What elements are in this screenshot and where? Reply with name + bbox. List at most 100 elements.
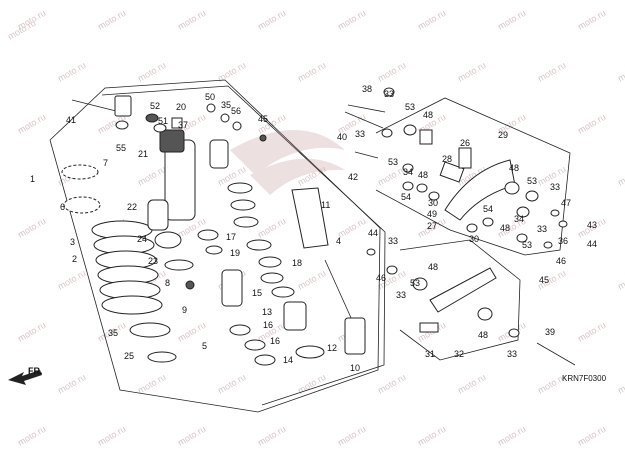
shock-inner-outline [101,85,386,406]
watermark-repeat: moto.ru [496,8,527,32]
callout-13: 13 [262,307,272,317]
watermark-repeat: moto.ru [536,60,567,84]
callout-48b: 48 [418,170,428,180]
watermark-repeat: moto.ru [176,8,207,32]
callout-21: 21 [138,149,148,159]
callout-52: 52 [150,101,160,111]
linkage-group-outline [375,97,571,256]
watermark-repeat: moto.ru [56,268,87,292]
callout-55: 55 [116,143,126,153]
watermark-repeat: moto.ru [56,372,87,396]
watermark-repeat: moto.ru [616,372,625,396]
watermark-repeat: moto.ru [256,424,287,448]
callout-37: 37 [178,120,188,130]
callout-45b: 45 [539,275,549,285]
callout-26: 26 [460,138,470,148]
watermark-repeat: moto.ru [416,424,447,448]
watermark-repeat: moto.ru [616,60,625,84]
watermark-repeat: moto.ru [136,60,167,84]
callout-42: 42 [348,172,358,182]
watermark-repeat: moto.ru [136,164,167,188]
callout-33c: 33 [388,236,398,246]
callout-12: 12 [327,343,337,353]
callout-1: 1 [30,174,35,184]
callout-56: 56 [231,106,241,116]
callout-33g: 33 [507,349,517,359]
callout-11: 11 [321,200,330,210]
callout-40: 40 [337,132,347,142]
watermark-repeat: moto.ru [576,424,607,448]
callout-3: 3 [70,237,75,247]
watermark-repeat: moto.ru [216,372,247,396]
callout-7: 7 [103,158,108,168]
callout-15: 15 [252,288,262,298]
callout-38: 38 [362,84,372,94]
callout-8: 8 [165,278,170,288]
callout-labels: 1 2 3 4 5 6 7 8 9 10 11 12 13 14 15 16 1… [30,84,597,373]
callout-53a: 53 [388,157,398,167]
front-direction-arrow [8,370,42,385]
callout-44a: 44 [368,228,378,238]
callout-18: 18 [292,258,302,268]
watermark-repeat: moto.ru [576,320,607,344]
callout-16b: 16 [270,336,280,346]
callout-29: 29 [498,130,508,140]
callout-9: 9 [182,305,187,315]
callout-34b: 34 [514,214,524,224]
callout-17: 17 [226,232,236,242]
callout-48c: 48 [509,163,519,173]
watermark-repeat: moto.ru [136,372,167,396]
callout-33a: 33 [384,89,394,99]
part-code: KRN7F0300 [562,374,607,383]
callout-33d: 33 [550,182,560,192]
callout-43: 43 [587,220,597,230]
shock-group-outline [49,79,381,413]
top-mount-parts [71,95,267,142]
watermark-repeat: moto.ru [496,424,527,448]
callout-47: 47 [561,198,571,208]
watermark-repeat: moto.ru [16,424,47,448]
callout-30: 30 [428,198,438,208]
watermark-repeat: moto.ru [376,60,407,84]
callout-16: 16 [263,320,273,330]
watermark-repeat: moto.ru [616,164,625,188]
callout-54a: 54 [401,192,411,202]
callout-35: 35 [108,328,118,338]
front-direction-label: FR. [28,366,43,376]
callout-48a: 48 [423,110,433,120]
callout-6: 6 [60,202,65,212]
watermark-repeat: moto.ru [336,8,367,32]
callout-27: 27 [427,221,437,231]
callout-31: 31 [425,349,435,359]
watermark-repeat: moto.ru [56,60,87,84]
callout-19: 19 [230,248,240,258]
callout-33f: 33 [396,290,406,300]
callout-10: 10 [350,363,360,373]
watermark-repeat: moto.ru [616,268,625,292]
callout-53e: 53 [410,278,420,288]
callout-5: 5 [202,341,207,351]
watermark-repeat: moto.ru [576,8,607,32]
callout-28: 28 [442,154,452,164]
callout-4: 4 [336,236,341,246]
callout-24: 24 [137,234,147,244]
callout-20: 20 [176,102,186,112]
callout-46b: 46 [556,256,566,266]
rod-group-outline [399,239,521,361]
callout-33b: 33 [355,129,365,139]
callout-45a: 45 [258,114,268,124]
callout-39: 39 [545,327,555,337]
watermark-repeat: moto.ru [96,424,127,448]
callout-46a: 46 [376,273,386,283]
watermark-repeat: moto.ru [176,424,207,448]
callout-25: 25 [124,351,134,361]
callout-48f: 48 [478,330,488,340]
watermark-repeat: moto.ru [16,216,47,240]
watermark-repeat: moto.ru [16,112,47,136]
wing-logo [230,130,345,195]
callout-32: 32 [454,349,464,359]
watermark-repeat: moto.ru [416,8,447,32]
watermark-repeat: moto.ru [16,320,47,344]
